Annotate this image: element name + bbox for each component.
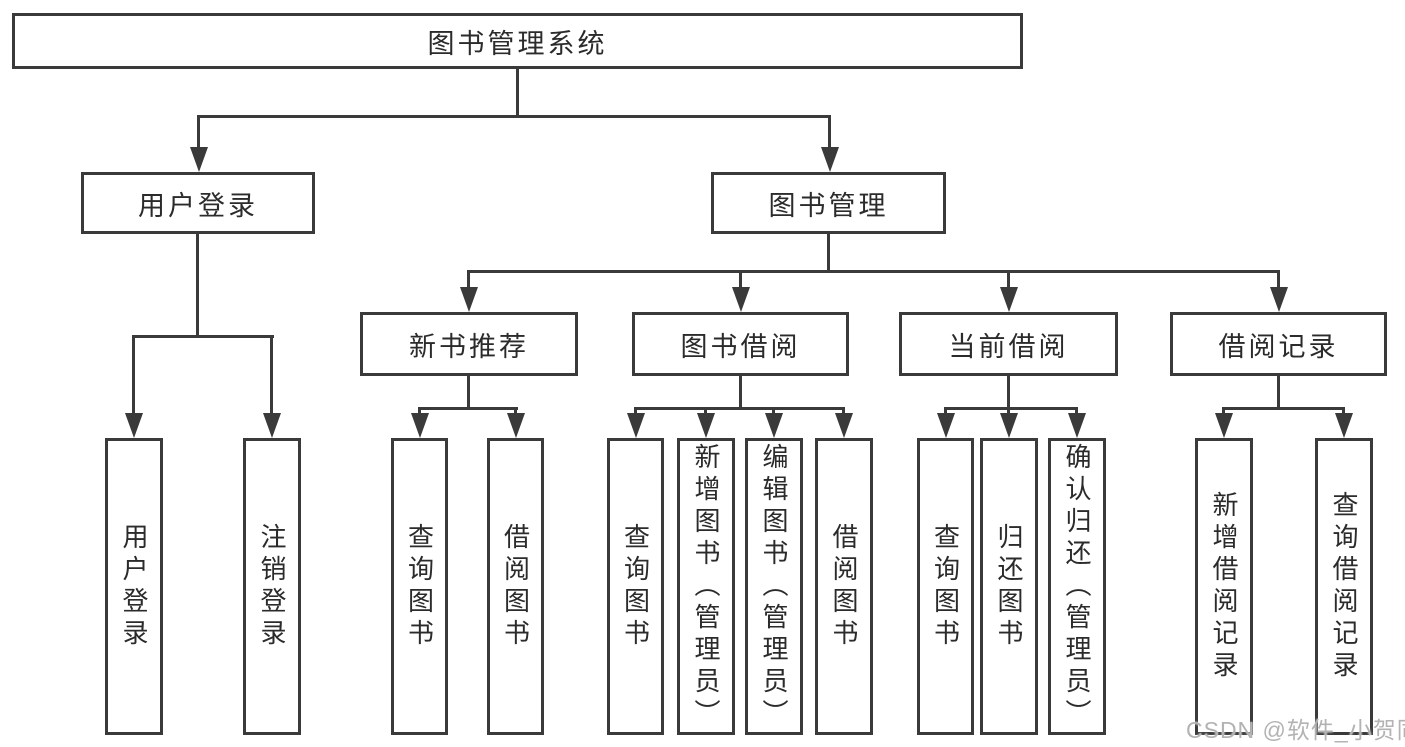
- leaf-confirm-return-admin: 确认归还（管理员）: [1048, 438, 1106, 735]
- connector-hline: [634, 407, 845, 410]
- node-current-borrow: 当前借阅: [899, 312, 1118, 376]
- node-new-book-recommend-label: 新书推荐: [409, 331, 529, 362]
- arrow-down: [732, 287, 750, 312]
- connector-vline: [132, 335, 135, 415]
- leaf-query-borrow-record: 查询借阅记录: [1315, 438, 1373, 735]
- leaf-borrow-books-borrow: 借阅图书: [815, 438, 873, 735]
- connector-vline: [944, 407, 947, 416]
- arrow-down: [1215, 413, 1233, 438]
- node-borrow-records-label: 借阅记录: [1218, 331, 1339, 362]
- leaf-add-book-admin: 新增图书（管理员）: [677, 438, 735, 735]
- node-book-management: 图书管理: [711, 172, 946, 234]
- arrow-down: [411, 413, 429, 438]
- connector-vline: [842, 407, 845, 416]
- node-current-borrow-label: 当前借阅: [948, 331, 1069, 362]
- node-book-borrow: 图书借阅: [632, 312, 849, 376]
- connector-vline: [1007, 376, 1010, 409]
- node-new-book-recommend: 新书推荐: [360, 312, 578, 376]
- leaf-query-books-current-label: 查询图书: [930, 522, 961, 651]
- connector-hline: [944, 407, 1078, 410]
- arrow-down: [460, 287, 478, 312]
- leaf-user-login: 用户登录: [105, 438, 163, 735]
- leaf-query-borrow-record-label: 查询借阅记录: [1329, 490, 1359, 683]
- leaf-query-books-borrow: 查询图书: [607, 438, 664, 735]
- leaf-edit-book-admin-label: 编辑图书（管理员）: [759, 442, 789, 731]
- leaf-query-books-recommend-label: 查询图书: [404, 522, 435, 651]
- node-root-label: 图书管理系统: [427, 28, 608, 59]
- arrow-down: [1068, 413, 1086, 438]
- arrow-down: [697, 413, 715, 438]
- leaf-logout: 注销登录: [243, 438, 301, 735]
- connector-hline: [1222, 407, 1345, 410]
- connector-vline: [197, 115, 200, 151]
- connector-vline: [270, 335, 273, 415]
- connector-vline: [1007, 407, 1010, 416]
- leaf-logout-label: 注销登录: [257, 522, 287, 651]
- leaf-query-books-current: 查询图书: [917, 438, 974, 735]
- leaf-user-login-label: 用户登录: [119, 522, 149, 651]
- connector-vline: [1222, 407, 1225, 416]
- arrow-down: [1270, 287, 1288, 312]
- leaf-borrow-books-recommend-label: 借阅图书: [500, 522, 531, 651]
- leaf-return-book-label: 归还图书: [994, 522, 1024, 651]
- node-borrow-records: 借阅记录: [1170, 312, 1387, 376]
- leaf-borrow-books-borrow-label: 借阅图书: [829, 522, 859, 651]
- arrow-down: [821, 147, 839, 172]
- arrow-down: [1000, 287, 1018, 312]
- csdn-watermark: CSDN @软件_小贺同学: [1186, 717, 1405, 743]
- arrow-down: [507, 413, 525, 438]
- arrow-down: [1000, 413, 1018, 438]
- leaf-return-book: 归还图书: [980, 438, 1038, 735]
- arrow-down: [835, 413, 853, 438]
- connector-vline: [828, 115, 831, 151]
- arrow-down: [765, 413, 783, 438]
- connector-vline: [467, 272, 470, 290]
- connector-vline: [467, 376, 470, 409]
- leaf-query-books-recommend: 查询图书: [391, 438, 448, 735]
- connector-vline: [704, 407, 707, 416]
- connector-vline: [1075, 407, 1078, 416]
- node-user-login: 用户登录: [81, 172, 315, 234]
- leaf-confirm-return-admin-label: 确认归还（管理员）: [1062, 442, 1092, 731]
- connector-hline: [467, 270, 1280, 273]
- leaf-add-book-admin-label: 新增图书（管理员）: [691, 442, 721, 731]
- connector-vline: [1277, 272, 1280, 290]
- connector-hline: [197, 115, 831, 118]
- arrow-down: [125, 413, 143, 438]
- arrow-down: [1335, 413, 1353, 438]
- connector-vline: [1342, 407, 1345, 416]
- connector-hline: [132, 335, 274, 338]
- connector-vline: [514, 407, 517, 416]
- node-root: 图书管理系统: [12, 13, 1023, 69]
- connector-vline: [516, 68, 519, 117]
- leaf-borrow-books-recommend: 借阅图书: [487, 438, 544, 735]
- arrow-down: [627, 413, 645, 438]
- arrow-down: [263, 413, 281, 438]
- node-book-management-label: 图书管理: [768, 190, 889, 221]
- connector-vline: [1007, 272, 1010, 290]
- node-user-login-label: 用户登录: [138, 190, 258, 221]
- node-book-borrow-label: 图书借阅: [680, 331, 801, 362]
- connector-vline: [418, 407, 421, 416]
- leaf-query-books-borrow-label: 查询图书: [620, 522, 651, 651]
- leaf-add-borrow-record-label: 新增借阅记录: [1209, 490, 1239, 683]
- arrow-down: [937, 413, 955, 438]
- leaf-add-borrow-record: 新增借阅记录: [1195, 438, 1253, 735]
- connector-vline: [196, 234, 199, 335]
- connector-vline: [739, 272, 742, 290]
- connector-vline: [634, 407, 637, 416]
- connector-hline: [418, 407, 518, 410]
- connector-vline: [827, 234, 830, 272]
- connector-vline: [1277, 376, 1280, 409]
- connector-vline: [739, 376, 742, 409]
- connector-vline: [772, 407, 775, 416]
- leaf-edit-book-admin: 编辑图书（管理员）: [745, 438, 803, 735]
- arrow-down: [190, 147, 208, 172]
